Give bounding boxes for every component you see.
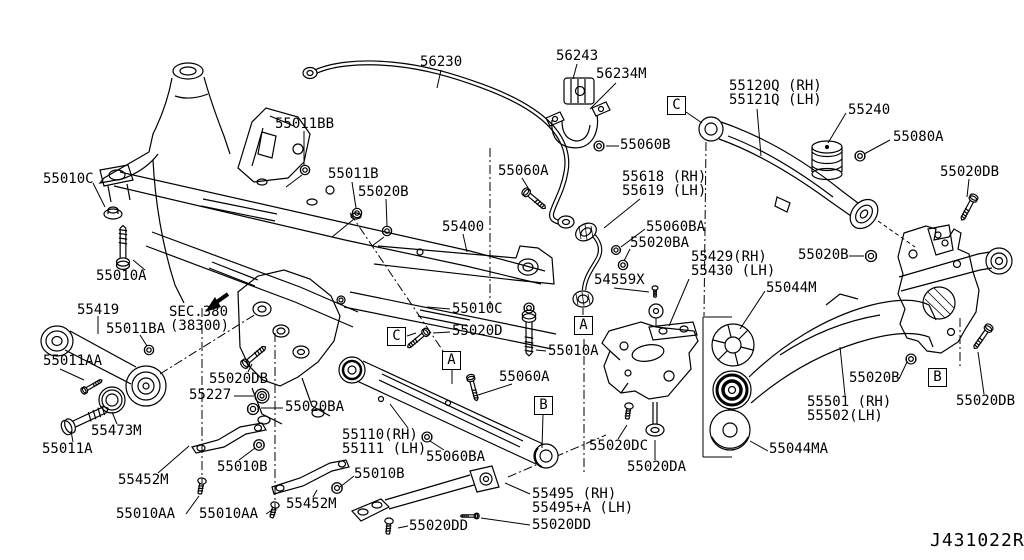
part-number-label: 55020DB (940, 164, 1000, 180)
part-number-label: 55619 (LH) (622, 183, 707, 199)
lower-insulator-55044MA (710, 410, 750, 450)
part-number-label: 55020B (358, 184, 409, 200)
part-number-label: 55495+A (LH) (532, 500, 634, 516)
part-number-label: 55044MA (769, 441, 829, 457)
part-number-label: 55120Q (RH) (729, 78, 822, 94)
stopper-55227 (255, 389, 269, 403)
part-number-label: 55110(RH) (342, 427, 418, 443)
part-number-label: 55080A (893, 129, 944, 145)
part-number-label: 56243 (556, 48, 599, 64)
part-number-label: 56234M (596, 66, 647, 82)
figure-reference-code: J431022R (930, 530, 1024, 551)
part-number-label: 55010AA (116, 506, 176, 522)
leader-lines (60, 64, 984, 528)
part-number-label: 55502(LH) (807, 408, 883, 424)
part-number-label: 55011BB (275, 116, 335, 132)
callout-box-a1: A (442, 351, 461, 370)
part-number-label: 55501 (RH) (807, 394, 892, 410)
part-number-label: 55060B (620, 137, 671, 153)
part-number-label: 55495 (RH) (532, 486, 617, 502)
part-number-label: 55010B (217, 459, 268, 475)
brace-stay-1 (192, 423, 266, 453)
part-number-label: 56230 (420, 54, 463, 70)
exploded-view-frame (703, 317, 732, 457)
stabilizer-clamp-56234M (546, 102, 610, 148)
part-number-label: 55011BA (106, 321, 166, 337)
part-number-label: 55020D (452, 323, 503, 339)
part-number-label: 55010C (43, 171, 94, 187)
part-number-label: 55011A (42, 441, 93, 457)
part-number-label: 55010C (452, 301, 503, 317)
front-lower-link (339, 357, 558, 468)
part-number-label: 55452M (286, 496, 337, 512)
stabilizer-connecting-rod (572, 220, 600, 307)
part-number-label: 55020B (798, 247, 849, 263)
flanged-nut-55010C (104, 207, 122, 219)
part-number-label: 55010A (96, 268, 147, 284)
part-number-label: 55011B (328, 166, 379, 182)
brace-stay-2 (272, 460, 349, 494)
part-number-label: 55430 (LH) (691, 263, 776, 279)
upper-insulator-55044M (712, 324, 754, 366)
part-number-label: 55473M (91, 423, 142, 439)
member-rear-stub (899, 248, 1012, 291)
part-number-label: 55060BA (426, 449, 486, 465)
spring-seat-bracket (602, 322, 698, 399)
part-number-label: 55020BA (630, 235, 690, 251)
part-number-label: 55020DC (589, 438, 649, 454)
part-number-label: 55011AA (43, 353, 103, 369)
part-number-label: 55020DA (627, 459, 687, 475)
callout-box-c1: C (667, 96, 686, 115)
part-number-label: 55618 (RH) (622, 169, 707, 185)
callout-box-b1: B (534, 396, 553, 415)
upper-link (699, 117, 883, 234)
part-number-label: 55020DB (956, 393, 1016, 409)
part-number-label: 55020BA (285, 399, 345, 415)
part-number-label: 55452M (118, 472, 169, 488)
part-number-label: 55060A (499, 369, 550, 385)
part-number-label: 55044M (766, 280, 817, 296)
part-number-label: 55010AA (199, 506, 259, 522)
part-number-label: 55419 (77, 302, 120, 318)
part-number-label: 54559X (594, 272, 645, 288)
stabilizer-bushing-56243 (564, 78, 594, 104)
stabilizer-bar (303, 63, 574, 228)
part-number-label: 55010B (354, 466, 405, 482)
callout-box-a2: A (574, 316, 593, 335)
part-number-label: 55060A (498, 163, 549, 179)
radius-rod (352, 466, 499, 521)
part-number-label: 55429(RH) (691, 249, 767, 265)
part-number-label: 55400 (442, 219, 485, 235)
section-reference: SEC.380 (169, 304, 229, 320)
part-number-label: 55020DD (532, 517, 592, 533)
washer-55473M (99, 387, 125, 413)
bolts (58, 186, 995, 535)
part-number-label: 55121Q (LH) (729, 92, 822, 108)
rear-knuckle (898, 225, 979, 353)
alignment-dashes (878, 221, 915, 247)
sec380-arrow (205, 294, 228, 312)
part-number-label: 55240 (848, 102, 891, 118)
part-number-label: 55227 (189, 387, 232, 403)
part-number-label: 55010A (548, 343, 599, 359)
callout-box-b2: B (928, 368, 947, 387)
section-reference: (38300) (170, 318, 230, 334)
part-number-label: 55020DB (209, 371, 269, 387)
washer-54559X (649, 304, 663, 318)
part-number-label: 55020DD (409, 518, 469, 534)
rear-lower-link-55419 (41, 326, 166, 406)
part-number-label: 55111 (LH) (342, 441, 427, 457)
callout-box-c2: C (387, 327, 406, 346)
bump-stop (812, 141, 842, 180)
part-number-label: 55020B (849, 370, 900, 386)
suspension-member-55400 (100, 63, 556, 424)
part-number-label: 55060BA (646, 219, 706, 235)
trailing-arm (713, 294, 936, 409)
